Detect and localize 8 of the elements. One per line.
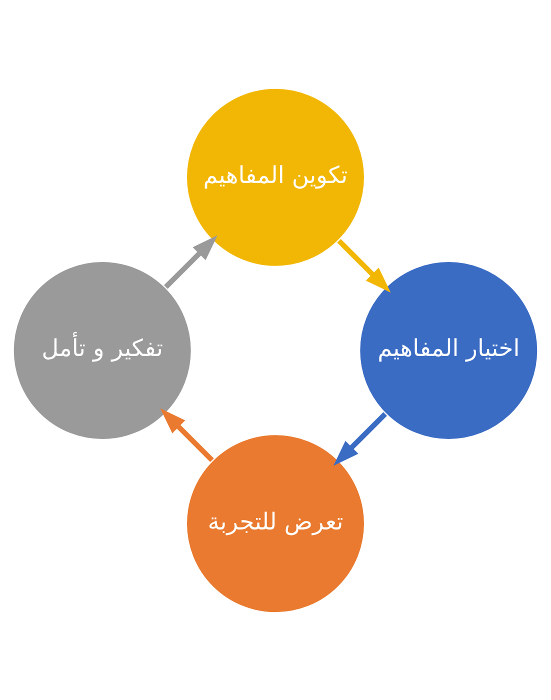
arrow [160, 408, 214, 462]
node-circle: اختيار المفاهيم [358, 260, 538, 440]
node-circle: تعرض للتجربة [186, 433, 366, 613]
arrow [333, 412, 387, 466]
arrow [337, 238, 391, 292]
arrow [164, 234, 218, 288]
node-circle: تفكير و تأمل [12, 260, 192, 440]
node-circle: تكوين المفاهيم [186, 87, 366, 267]
